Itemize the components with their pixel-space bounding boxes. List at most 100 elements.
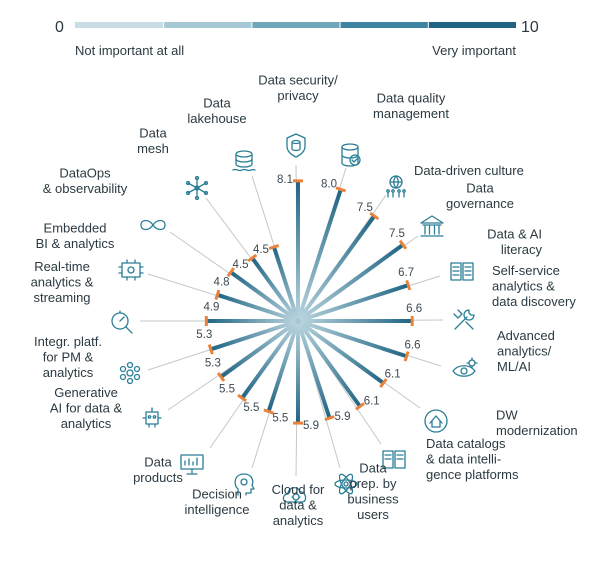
eye-gear-icon <box>452 357 478 377</box>
value-marker <box>214 289 221 301</box>
chip-gear-icon <box>118 259 144 281</box>
category-label: DataOps& observability <box>43 166 128 197</box>
value-marker <box>324 415 335 422</box>
value-marker <box>226 267 235 278</box>
catalog-book-icon <box>382 450 406 469</box>
value-label: 4.5 <box>253 244 269 256</box>
network-icon <box>119 361 141 385</box>
chart-icons <box>111 133 478 503</box>
lakehouse-icon <box>232 150 256 172</box>
value-marker <box>355 402 365 411</box>
shield-database-icon <box>286 133 306 158</box>
stopwatch-icon <box>111 310 133 334</box>
category-label: Data-driven culture <box>414 163 524 178</box>
value-bar <box>216 292 299 323</box>
value-bar <box>296 319 385 385</box>
house-refresh-icon <box>424 409 448 433</box>
value-bar <box>272 246 300 322</box>
value-label: 5.9 <box>303 420 319 432</box>
value-label: 6.1 <box>385 369 401 381</box>
scale-segment <box>428 22 516 28</box>
category-label: Data catalogs& data intelli-gence platfo… <box>426 436 519 482</box>
value-label: 5.5 <box>272 412 288 424</box>
book-icon <box>450 262 474 281</box>
value-bar <box>296 243 405 323</box>
value-label: 4.9 <box>203 302 219 314</box>
value-marker <box>369 211 380 221</box>
dashboard-icon <box>180 454 204 475</box>
value-bar <box>210 319 299 352</box>
institution-icon <box>420 215 444 237</box>
value-bar <box>240 319 300 400</box>
value-marker <box>405 279 412 291</box>
value-bar <box>266 320 300 413</box>
value-marker <box>403 351 410 362</box>
head-gear-icon <box>234 473 255 496</box>
scale-segment <box>340 22 428 28</box>
category-label: Integr. platf.for PM &analytics <box>34 334 102 380</box>
value-marker <box>216 372 226 382</box>
value-label: 5.5 <box>219 384 235 396</box>
value-label: 8.0 <box>321 178 337 190</box>
scale-gradient-bar <box>75 22 516 28</box>
scale-left-text: Not important at all <box>75 43 184 58</box>
value-marker <box>268 243 280 250</box>
scale-segment <box>164 22 252 28</box>
database-check-icon <box>341 143 361 167</box>
value-bar <box>296 214 376 323</box>
globe-people-icon <box>386 175 406 198</box>
value-bar <box>297 283 409 323</box>
value-bar <box>296 319 362 408</box>
value-marker <box>379 378 388 388</box>
value-label: 7.5 <box>389 228 405 240</box>
category-label: Data security/privacy <box>258 73 338 104</box>
value-label: 4.5 <box>233 259 249 271</box>
value-label: 5.3 <box>205 357 221 369</box>
value-marker <box>247 253 258 263</box>
value-marker <box>207 344 214 355</box>
chart-bars <box>206 180 413 424</box>
value-bar <box>229 270 300 323</box>
value-marker <box>398 239 408 250</box>
value-label: 6.1 <box>364 395 380 407</box>
value-label: 5.9 <box>335 411 351 423</box>
value-label: 5.5 <box>243 402 259 414</box>
value-label: 4.8 <box>214 277 230 289</box>
value-label: 7.5 <box>357 202 373 214</box>
value-marker <box>335 186 346 193</box>
chart-hub <box>295 318 301 324</box>
scale-segment <box>252 22 340 28</box>
value-bar <box>296 188 343 322</box>
value-bar <box>250 256 300 323</box>
value-label: 6.7 <box>398 267 414 279</box>
value-bar <box>297 319 408 359</box>
value-label: 6.6 <box>406 303 422 315</box>
value-marker <box>263 408 274 415</box>
infinity-icon <box>140 219 166 231</box>
tools-icon <box>453 309 475 330</box>
importance-scale-legend: 0 10 Not important at all Very important <box>55 19 539 58</box>
chart-markers <box>204 179 414 425</box>
value-bar <box>296 320 332 419</box>
robot-icon <box>142 407 162 428</box>
value-bar <box>219 319 300 379</box>
value-label: 6.6 <box>405 340 421 352</box>
